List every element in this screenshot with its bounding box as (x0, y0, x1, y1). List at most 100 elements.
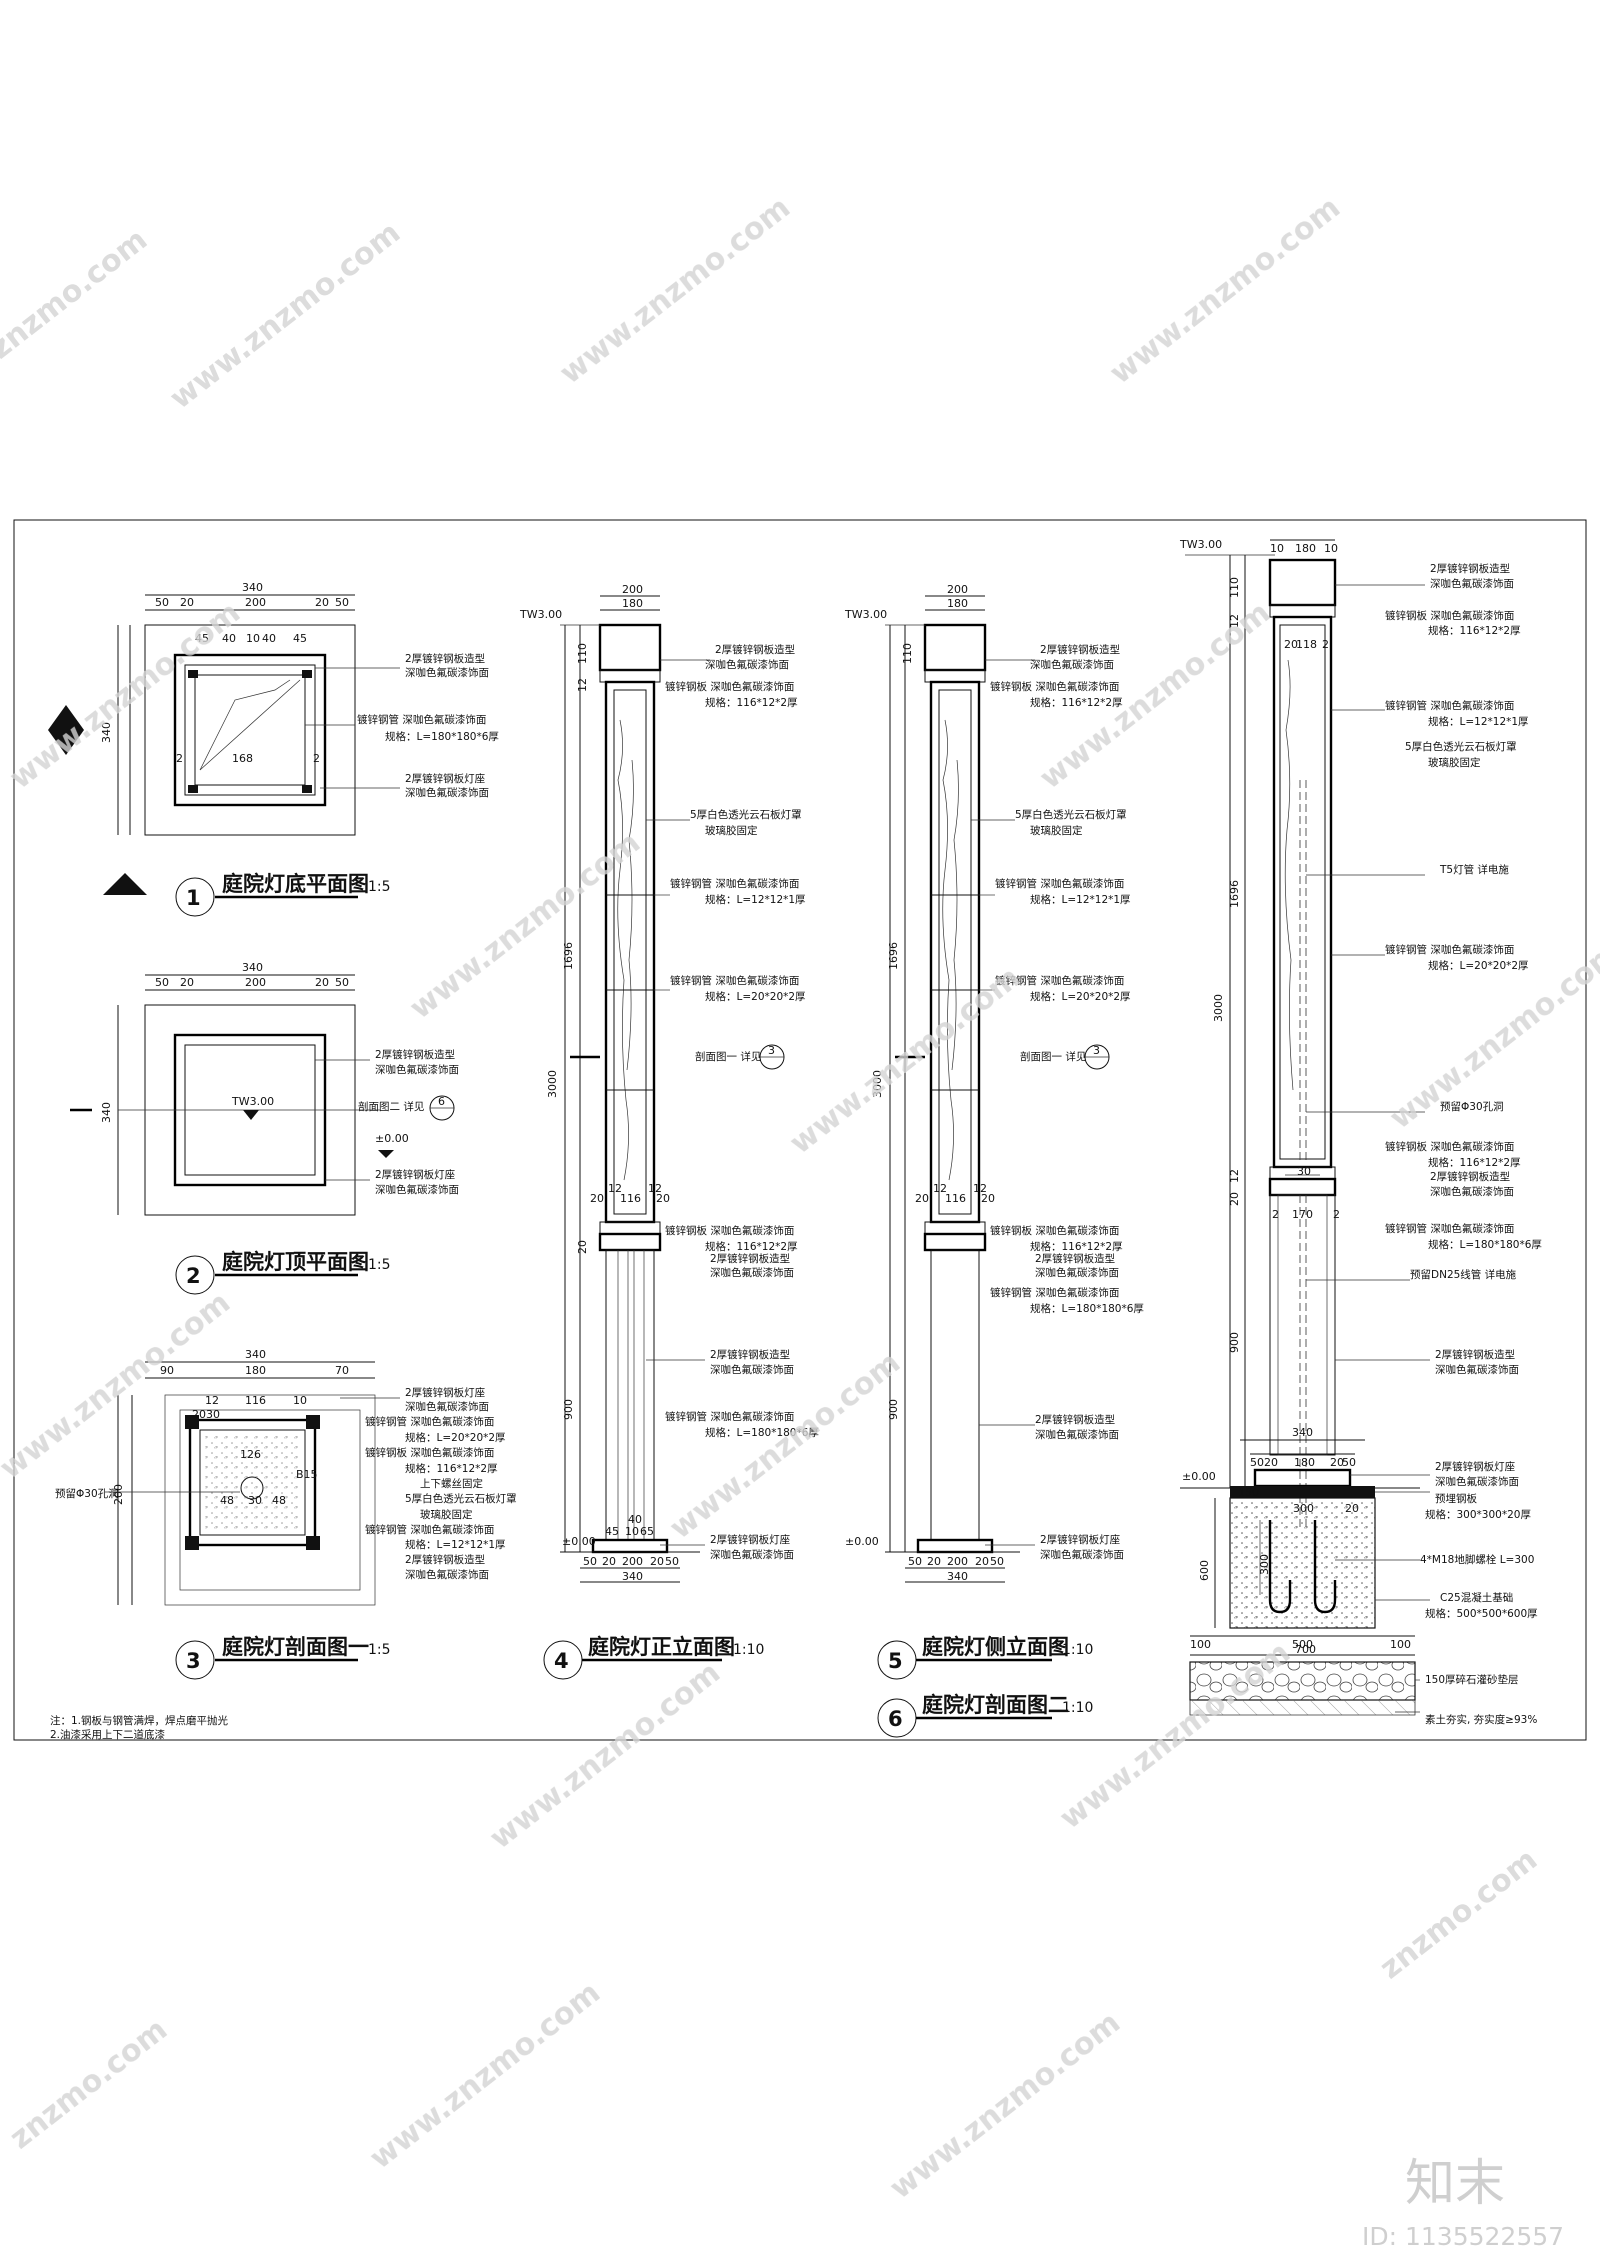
dim6-118: 118 (1296, 638, 1317, 651)
view-4-title: 庭院灯正立面图 (588, 1635, 735, 1659)
callout-s1-1: 2厚镀锌钢板灯座 (405, 1386, 485, 1399)
dim6-340: 340 (1292, 1426, 1313, 1439)
callout-s1-2: 镀锌钢管 深咖色氟碳漆饰面 (365, 1415, 494, 1428)
section-marker-diamond (48, 705, 84, 755)
callout-fe-9b: 规格：L=180*180*6厚 (705, 1426, 819, 1439)
dim3-70: 70 (335, 1364, 349, 1377)
dim6-180-b: 180 (1294, 1456, 1315, 1469)
callout-fe-10b: 深咖色氟碳漆饰面 (710, 1548, 794, 1561)
dim4-50-b: 50 (665, 1555, 679, 1568)
callout-tp-2: 2厚镀锌钢板灯座 (375, 1168, 455, 1181)
dim-20-a: 20 (180, 596, 194, 609)
callout-s1-5: 5厚白色透光云石板灯罩 (405, 1492, 517, 1505)
brand-id: ID: 1135522557 (1362, 2222, 1564, 2251)
callout-s2-11: 预留DN25线管 详电施 (1410, 1268, 1517, 1281)
callout-fe-9: 镀锌钢管 深咖色氟碳漆饰面 (665, 1410, 794, 1423)
callout-se-2b: 规格：116*12*2厚 (1030, 696, 1123, 709)
watermark-7: www.znzmo.com (1033, 595, 1277, 796)
dim5-20-a: 20 (915, 1192, 929, 1205)
dim4-12-a: 12 (608, 1182, 622, 1195)
callout-s2-1b: 深咖色氟碳漆饰面 (1430, 577, 1514, 590)
dim5-200-b: 200 (947, 1555, 968, 1568)
callout-s2-4b: 玻璃胶固定 (1428, 756, 1481, 769)
dim3-2030: 2030 (192, 1408, 220, 1421)
callout-fe-6: 镀锌钢板 深咖色氟碳漆饰面 (665, 1224, 794, 1237)
callout-s2-14: 预埋钢板 (1435, 1492, 1477, 1505)
callout-fe-8: 2厚镀锌钢板造型 (710, 1348, 790, 1361)
callout-s2-16b: 规格：500*500*600厚 (1425, 1607, 1538, 1620)
view-3-section-1: 340 90 180 70 12 116 10 2030 126 48 30 4… (50, 1348, 517, 1741)
dim6-500: 500 (1292, 1638, 1313, 1651)
dim5-50-a: 50 (908, 1555, 922, 1568)
dim5-20-b: 20 (981, 1192, 995, 1205)
dim-340-left: 340 (100, 722, 113, 743)
ref-sec2-num: 6 (438, 1095, 445, 1108)
callout-s2-12b: 深咖色氟碳漆饰面 (1435, 1363, 1519, 1376)
callout-s1-7b: 深咖色氟碳漆饰面 (405, 1568, 489, 1581)
dim5-116: 116 (945, 1192, 966, 1205)
view-4-front-elevation: TW3.00 ±0.00 200 180 3000 1696 900 110 1… (519, 583, 819, 1680)
callout-se-5b: 规格：L=20*20*2厚 (1030, 990, 1131, 1003)
view-6-title: 庭院灯剖面图二 (922, 1693, 1069, 1717)
watermark-4: www.znzmo.com (1103, 190, 1347, 391)
watermark-5: www.znzmo.com (3, 595, 247, 796)
dim2-340-left: 340 (100, 1102, 113, 1123)
callout-se-4: 镀锌钢管 深咖色氟碳漆饰面 (995, 877, 1124, 890)
callout-fe-5: 镀锌钢管 深咖色氟碳漆饰面 (670, 974, 799, 987)
dim4-340: 340 (622, 1570, 643, 1583)
callout-s2-1: 2厚镀锌钢板造型 (1430, 562, 1510, 575)
dim6-20-v: 20 (1228, 1192, 1241, 1206)
view-2-number: 2 (186, 1264, 201, 1288)
callout-fe-2: 镀锌钢板 深咖色氟碳漆饰面 (665, 680, 794, 693)
dim2-20-b: 20 (315, 976, 329, 989)
callout-s2-15: 4*M18地脚螺栓 L=300 (1420, 1553, 1534, 1566)
callout-se-7: 2厚镀锌钢板造型 (1035, 1252, 1115, 1265)
view-1-number: 1 (186, 886, 201, 910)
dim5-340: 340 (947, 1570, 968, 1583)
callout-s1-hole: 预留Φ30孔洞 (55, 1487, 119, 1500)
callout-s1-7: 2厚镀锌钢板造型 (405, 1553, 485, 1566)
callout-se-2: 镀锌钢板 深咖色氟碳漆饰面 (990, 680, 1119, 693)
dim6-100-a: 100 (1190, 1638, 1211, 1651)
view-5-number: 5 (888, 1649, 903, 1673)
callout-bp-2b: 规格：L=180*180*6厚 (385, 730, 499, 743)
callout-s2-10b: 规格：L=180*180*6厚 (1428, 1238, 1542, 1251)
callout-s2-9b: 深咖色氟碳漆饰面 (1430, 1185, 1514, 1198)
level-tw300-front: TW3.00 (519, 608, 562, 621)
callout-s2-3b: 规格：L=12*12*1厚 (1428, 715, 1529, 728)
view-5-title: 庭院灯侧立面图 (922, 1635, 1069, 1659)
dim6-50-a: 50 (1250, 1456, 1264, 1469)
dim-50-a: 50 (155, 596, 169, 609)
dim6-10-b: 10 (1324, 542, 1338, 555)
view-3-number: 3 (186, 1649, 201, 1673)
dim-2-b: 2 (313, 752, 320, 765)
watermark-14: znzmo.com (3, 2012, 174, 2156)
view-2-scale: 1:5 (368, 1257, 391, 1273)
level-ground-sec2: ±0.00 (1182, 1470, 1216, 1483)
watermark-6: www.znzmo.com (403, 825, 647, 1026)
callout-se-3b: 玻璃胶固定 (1030, 824, 1083, 837)
callout-fe-4b: 规格：L=12*12*1厚 (705, 893, 806, 906)
callout-fe-1b: 深咖色氟碳漆饰面 (705, 658, 789, 671)
watermark-3: www.znzmo.com (553, 190, 797, 391)
dim4-45: 45 (605, 1525, 619, 1538)
dim2-340: 340 (242, 961, 263, 974)
ref-sec1-front-num: 3 (768, 1044, 775, 1057)
dim6-3000: 3000 (1212, 994, 1225, 1022)
watermark-10: www.znzmo.com (0, 1285, 237, 1486)
callout-bp-3b: 深咖色氟碳漆饰面 (405, 786, 489, 799)
callout-se-1: 2厚镀锌钢板造型 (1040, 643, 1120, 656)
dim4-20-d: 20 (650, 1555, 664, 1568)
dim4-200-b: 200 (622, 1555, 643, 1568)
dim-50-b: 50 (335, 596, 349, 609)
callout-s2-5: T5灯管 详电施 (1439, 863, 1509, 876)
view-1-number-circle (175, 877, 215, 917)
note-2: 2.油漆采用上下二道底漆 (50, 1728, 166, 1741)
watermark-12: www.znzmo.com (1053, 1635, 1297, 1836)
callout-se-6b: 规格：116*12*2厚 (1030, 1240, 1123, 1253)
dim4-20-c: 20 (602, 1555, 616, 1568)
callout-se-7b: 深咖色氟碳漆饰面 (1035, 1266, 1119, 1279)
dim6-20: 20 (1284, 638, 1298, 651)
dim6-600: 600 (1198, 1560, 1211, 1581)
callout-se-6: 镀锌钢板 深咖色氟碳漆饰面 (990, 1224, 1119, 1237)
